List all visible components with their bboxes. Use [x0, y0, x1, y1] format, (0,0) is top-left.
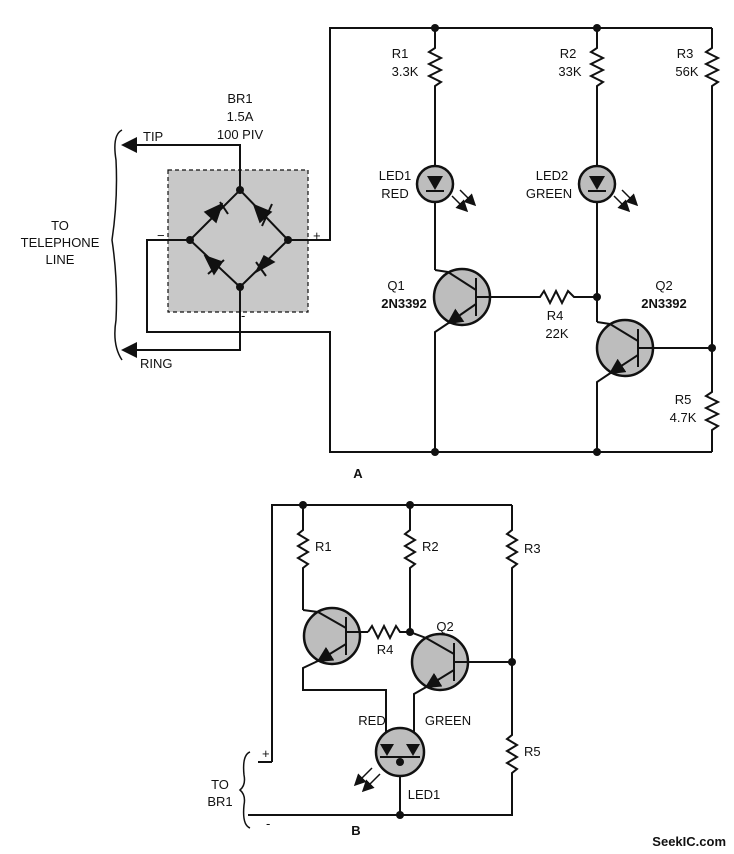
watermark: SeekIC.com: [652, 834, 726, 849]
r1-label: R1: [392, 46, 409, 61]
q2-transistor: [595, 318, 655, 378]
minus-sign-b: -: [266, 816, 270, 831]
q1-transistor-b: [302, 606, 368, 666]
circuit-b: R1 R2 R3 R4 R5 Q2 RED GREEN LED1 TO BR1 …: [207, 501, 541, 838]
r4-label-b: R4: [377, 642, 394, 657]
circuit-a: BR1 1.5A 100 PIV TIP RING TO TELEPHONE L…: [21, 24, 721, 481]
led1-bicolor: [353, 726, 426, 793]
to-label-b: TO: [211, 777, 229, 792]
q1-part: 2N3392: [381, 296, 427, 311]
led2-color: GREEN: [526, 186, 572, 201]
q1-label: Q1: [387, 278, 404, 293]
r2-label: R2: [560, 46, 577, 61]
brace-b: [238, 751, 251, 829]
minus-sign: −: [157, 228, 165, 243]
br1-piv: 100 PIV: [217, 127, 264, 142]
line-label: LINE: [46, 252, 75, 267]
r5-label-b: R5: [524, 744, 541, 759]
minus-sign-bottom: -: [241, 308, 245, 323]
led2-label: LED2: [536, 168, 569, 183]
tip-label: TIP: [143, 129, 163, 144]
bridge-diode: [254, 254, 276, 277]
r1-value: 3.3K: [392, 64, 419, 79]
plus-sign: +: [313, 228, 321, 243]
r2-value: 33K: [558, 64, 581, 79]
led2: [577, 164, 639, 213]
r3-value: 56K: [675, 64, 698, 79]
r3-label-b: R3: [524, 541, 541, 556]
bridge-diode: [203, 254, 225, 276]
q2-label: Q2: [655, 278, 672, 293]
r2-label-b: R2: [422, 539, 439, 554]
r5-label: R5: [675, 392, 692, 407]
red-label-b: RED: [358, 713, 385, 728]
r1-label-b: R1: [315, 539, 332, 554]
caption-b: B: [351, 823, 360, 838]
br1-rating: 1.5A: [227, 109, 254, 124]
to-label: TO: [51, 218, 69, 233]
r4-label: R4: [547, 308, 564, 323]
brace: [111, 129, 123, 361]
q1-transistor: [432, 267, 492, 327]
led1-color: RED: [381, 186, 408, 201]
q2-part: 2N3392: [641, 296, 687, 311]
plus-sign-b: +: [262, 746, 270, 761]
ring-label: RING: [140, 356, 173, 371]
bridge-diode: [252, 203, 273, 227]
led1-label-b: LED1: [408, 787, 441, 802]
telephone-label: TELEPHONE: [21, 235, 100, 250]
bridge-diode: [203, 201, 229, 224]
r5-value: 4.7K: [670, 410, 697, 425]
r4-value: 22K: [545, 326, 568, 341]
bridge-rectifier-br1: [167, 169, 309, 313]
led1-label: LED1: [379, 168, 412, 183]
caption-a: A: [353, 466, 363, 481]
br1-label: BR1: [227, 91, 252, 106]
br1-label-b: BR1: [207, 794, 232, 809]
green-label-b: GREEN: [425, 713, 471, 728]
led1: [415, 164, 477, 213]
q2-label-b: Q2: [436, 619, 453, 634]
r3-label: R3: [677, 46, 694, 61]
